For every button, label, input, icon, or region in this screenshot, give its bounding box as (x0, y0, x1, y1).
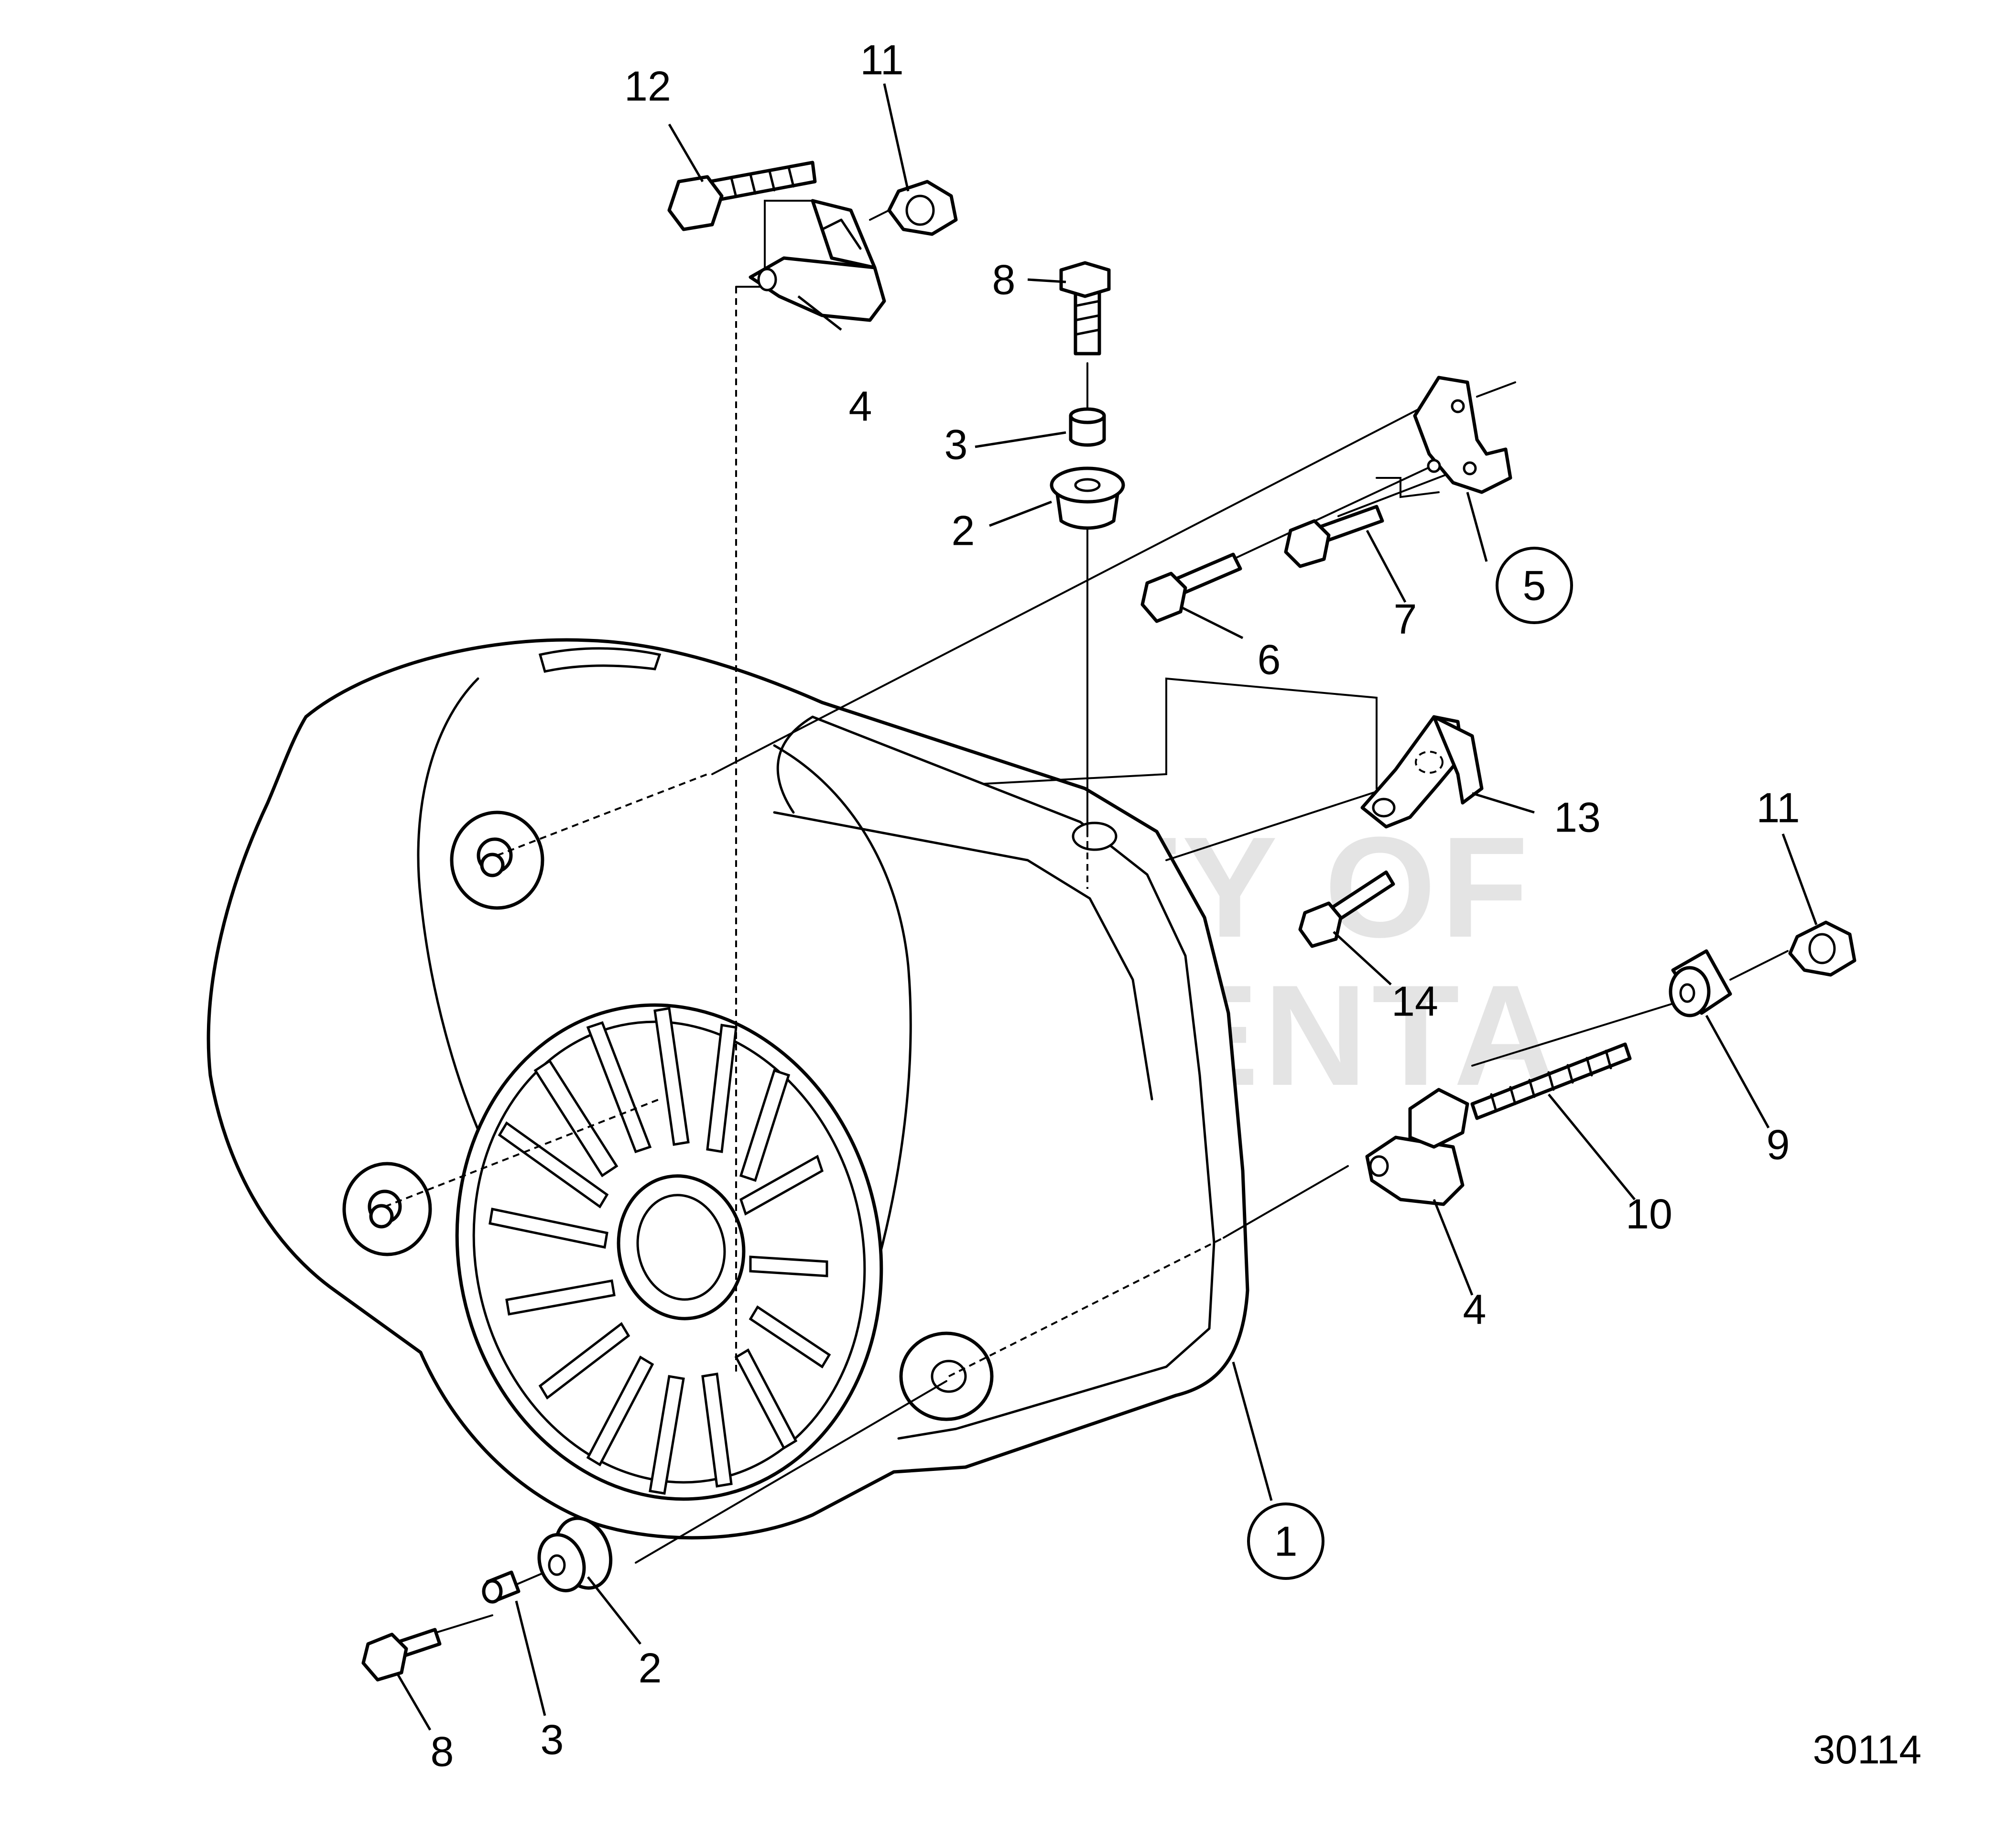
callout-13: 13 (1554, 794, 1601, 841)
callout-14: 14 (1391, 978, 1438, 1025)
bracket-4-top (749, 199, 886, 322)
spacer-3-bottom (482, 1570, 521, 1604)
leader-lines (395, 83, 1818, 1731)
grille-slots (488, 1007, 831, 1495)
grommet-2-bottom (537, 1516, 613, 1592)
nut-11-top (887, 180, 958, 236)
callout-2-bottom: 2 (639, 1644, 662, 1692)
alternator-cover (206, 638, 1249, 1540)
bolt-14 (1298, 870, 1395, 948)
callout-5: 5 (1523, 562, 1546, 609)
callout-9: 9 (1767, 1121, 1790, 1168)
bolt-6 (1140, 552, 1242, 623)
document-number: 30114 (1813, 1727, 1921, 1772)
grommet-2-top (1050, 466, 1125, 530)
spacer-9 (1669, 949, 1732, 1017)
callout-4-right: 4 (1463, 1286, 1487, 1333)
callout-8-bottom: 8 (431, 1728, 454, 1775)
callout-ring-1 (1247, 1502, 1324, 1580)
rod-10 (1470, 1042, 1632, 1120)
nut-11-right (1788, 920, 1856, 977)
bracket-4-right (1365, 1088, 1469, 1206)
callout-rings (1247, 547, 1573, 1580)
bracket-13 (1360, 715, 1484, 829)
bracket-5 (1413, 376, 1516, 494)
bolt-8-bottom (361, 1628, 442, 1682)
callout-3-bottom: 3 (541, 1716, 564, 1763)
callout-7: 7 (1394, 595, 1417, 643)
spacer-3-top (1069, 407, 1106, 447)
callout-4-top: 4 (849, 383, 872, 430)
callout-6: 6 (1258, 636, 1281, 683)
callout-11-top: 11 (860, 36, 903, 84)
callout-1: 1 (1274, 1518, 1298, 1565)
callout-2-top: 2 (952, 507, 975, 554)
bolt-12 (667, 161, 817, 231)
bolt-8-top (1059, 261, 1111, 356)
assembly-lines (384, 200, 1789, 1635)
callout-3-top: 3 (944, 421, 968, 468)
callout-8-top: 8 (992, 256, 1016, 303)
callout-11-right: 11 (1756, 784, 1800, 832)
callout-ring-5 (1496, 547, 1573, 624)
callout-labels: 12 11 8 4 3 2 5 7 6 13 14 11 9 10 4 1 2 … (431, 36, 1800, 1775)
bolt-7 (1284, 505, 1384, 568)
callout-12: 12 (624, 63, 671, 110)
callout-10: 10 (1626, 1190, 1672, 1238)
